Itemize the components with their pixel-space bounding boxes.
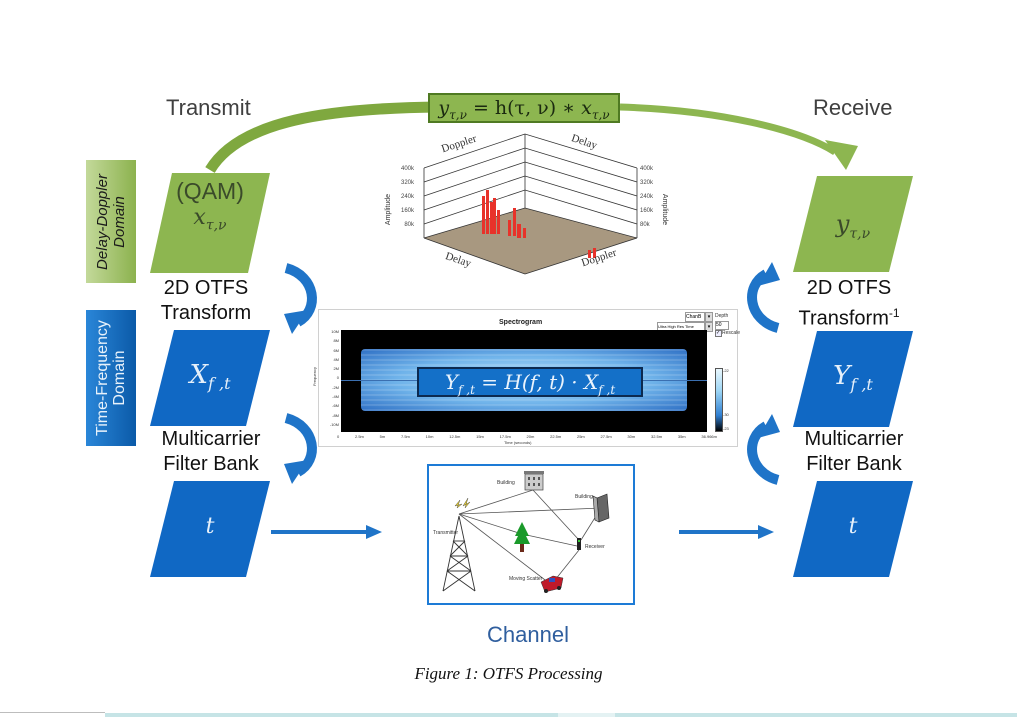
channel-title: Channel [487, 622, 569, 647]
receive-step1-curved-arrow-icon [747, 262, 780, 333]
rescale-label: Rescale [722, 330, 741, 336]
moving-scatter-label: Moving Scatter [509, 576, 543, 582]
receive-time-block [793, 481, 913, 577]
building-label-2: Building [575, 494, 593, 500]
time-frequency-domain-tab: Time-Frequency Domain [86, 310, 136, 446]
plot-left-axis-title: Amplitude [385, 193, 393, 226]
receiver-icon [577, 538, 581, 550]
plot-right-axis-title: Amplitude [661, 193, 669, 226]
plot-peaks [482, 190, 596, 258]
plot-floor [424, 208, 637, 274]
transmitter-label: Transmitter [433, 530, 459, 536]
delay-doppler-3d-plot: Doppler Delay Delay Doppler Amplitude Am… [383, 124, 668, 286]
receive-time-symbol: t [848, 514, 858, 539]
moving-scatterer-car-icon [540, 575, 564, 593]
transmitter-tower-icon [442, 515, 476, 592]
rescale-checkbox[interactable]: ✓ [715, 330, 722, 337]
receive-dd-block [793, 176, 913, 272]
channel-scene-box: Building Building Transmitter Receiver M… [427, 464, 635, 605]
spectrogram-plot-area: Yf ,t = H(f, t) · Xf ,t [341, 330, 707, 432]
spectrogram-y-axis-title: Frequency [311, 367, 317, 386]
mode-select-chevron-down-icon[interactable]: ▾ [705, 322, 713, 332]
transmit-time-block [150, 481, 270, 577]
channel-equation: yτ,ν = h(τ, ν) ∗ xτ,ν [438, 97, 610, 122]
channel-rays [458, 489, 602, 584]
from-channel-arrow-icon [679, 525, 774, 539]
delay-doppler-domain-tab: Delay-Doppler Domain [86, 160, 136, 283]
channel-select-chevron-down-icon[interactable]: ▾ [705, 312, 713, 322]
spectrogram-title: Spectrogram [499, 319, 543, 326]
page-bottom-divider [0, 712, 105, 713]
depth-label: Depth [715, 313, 729, 319]
spectrogram-x-axis-title: Time (seconds) [504, 440, 532, 445]
transmit-title: Transmit [166, 95, 251, 120]
receive-title: Receive [813, 95, 893, 120]
transmit-step2-curved-arrow-icon [284, 413, 317, 484]
receive-dd-symbol: yτ,ν [835, 210, 871, 242]
transmit-tf-symbol: Xf ,t [189, 360, 231, 394]
transmit-tf-block [150, 330, 270, 426]
transmit-step1-curved-arrow-icon [284, 263, 317, 334]
channel-equation-box: yτ,ν = h(τ, ν) ∗ xτ,ν [428, 93, 620, 123]
spectrogram-panel: Spectrogram ChanB ▾ Ultra High Res Time … [312, 309, 741, 447]
signal-bolt-icon [454, 499, 463, 509]
channel-select[interactable]: ChanB [685, 312, 705, 322]
spectrogram-colorbar[interactable] [715, 368, 723, 432]
transmit-dd-block [150, 173, 270, 273]
transmit-multicarrier-filter-bank-label: Multicarrier Filter Bank [161, 428, 261, 475]
receiver-label: Receiver [585, 544, 605, 550]
receive-tf-block [793, 331, 913, 427]
building-label-1: Building [497, 480, 515, 486]
transmit-time-symbol: t [205, 514, 215, 539]
transmit-dd-block-label: (QAM) xτ,ν [176, 178, 244, 234]
transmit-2d-otfs-transform-label: 2D OTFS Transform [160, 277, 252, 324]
to-channel-arrow-icon [271, 525, 382, 539]
building-icon-2 [592, 493, 610, 523]
receive-multicarrier-filter-bank-label: Multicarrier Filter Bank [804, 428, 904, 475]
depth-input[interactable]: 50 [715, 321, 729, 330]
building-icon [524, 471, 544, 491]
figure-caption: Figure 1: OTFS Processing [414, 664, 603, 683]
receive-2d-otfs-inverse-transform-label: 2D OTFS Transform-1 [798, 277, 900, 330]
colorbar-tick-bottom: -23 [723, 426, 729, 431]
colorbar-tick-top: -22 [723, 368, 729, 373]
tree-icon [514, 522, 530, 552]
colorbar-tick-mid: -30 [723, 412, 729, 417]
page-bottom-scroll-thumb[interactable] [558, 713, 615, 717]
tf-channel-equation-box: Yf ,t = H(f, t) · Xf ,t [417, 367, 643, 397]
receive-tf-symbol: Yf ,t [833, 361, 873, 395]
receive-step2-curved-arrow-icon [747, 414, 780, 485]
